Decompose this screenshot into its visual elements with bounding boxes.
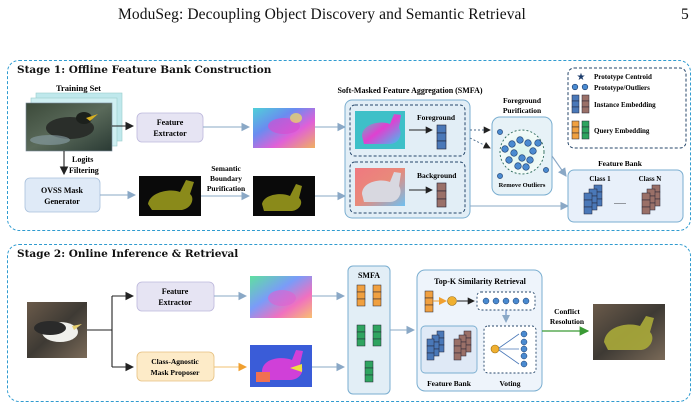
remove-outliers-label: Remove Outliers [499,182,546,189]
legend-outliers: Prototype/Outliers [594,84,650,92]
retrieval-query-embedding [424,290,434,313]
background-label: Background [417,171,457,180]
conflict-label-1: Conflict [554,307,580,316]
ovss-label-1: OVSS Mask [41,186,84,195]
semantic-boundary-label-3: Purification [207,184,246,193]
cluster-points [501,136,542,171]
foreground-map-image [355,111,405,149]
bank-ellipsis: ...... [614,197,626,206]
smfa-title: Soft-Masked Feature Aggregation (SMFA) [337,86,482,95]
ovss-box [24,177,101,213]
purified-mask-image [253,176,315,216]
query-node [447,296,457,306]
retrieval-bank-label: Feature Bank [427,379,472,388]
feature-extractor-label-2: Extractor [153,129,187,138]
ovss-mask-image [139,176,201,216]
legend-dot-2 [581,83,589,91]
ovss-label-2: Generator [44,197,80,206]
classN-embeddings [641,184,661,215]
page-header: ModuSeg: Decoupling Object Discovery and… [0,6,697,26]
query-embeddings-bottom [364,360,374,383]
foreground-branch [349,104,466,157]
stage1-panel [7,60,691,231]
stage2-panel [7,244,691,402]
feature-extractor2-label-2: Extractor [158,298,192,307]
fg-purification-label-1: Foreground [503,96,542,105]
mask-proposer-label-1: Class-Agnostic [151,357,199,366]
foreground-embedding [436,124,447,150]
proposal-masks-image [250,345,312,387]
smfa2-label: SMFA [358,271,380,280]
paper-title: ModuSeg: Decoupling Object Discovery and… [118,6,526,23]
logits-label-1: Logits [72,155,93,164]
background-embedding [436,182,447,208]
class1-embeddings [583,184,603,215]
voting-label: Voting [500,379,521,388]
neighbor-dots [482,297,530,305]
training-set-label: Training Set [56,83,101,93]
feature-map2-image [250,276,312,318]
legend-query: Query Embedding [594,127,650,135]
legend-centroid: Prototype Centroid [594,73,652,81]
classN-label: Class N [639,175,662,183]
input-image [27,302,87,358]
legend-dot-1 [571,83,579,91]
query-embeddings-mid [356,324,382,347]
stage1-title: Stage 1: Offline Feature Bank Constructi… [17,64,272,76]
arrow-smfa-to-purification-2 [469,137,491,149]
legend-query-icon [571,120,590,140]
arrow-purification-to-bank [551,155,567,177]
feature-map-image [253,108,315,148]
background-map-image [355,168,405,206]
feature-extractor-label-1: Feature [157,118,184,127]
voting-lines [498,333,520,365]
legend-instance-icon [571,94,590,114]
semantic-boundary-label-1: Semantic [211,164,241,173]
voting-query-node [490,344,500,354]
training-set-images [25,92,123,152]
page-number: 5 [681,6,689,23]
conflict-label-2: Resolution [550,317,585,326]
output-image [593,304,665,360]
background-branch [349,161,466,214]
star-icon: ★ [577,72,586,83]
logits-label-2: Filtering [69,166,99,175]
class1-label: Class 1 [589,175,611,183]
feature-extractor2-label-1: Feature [162,287,189,296]
outlier-points [497,129,549,179]
query-embeddings-top [356,284,382,307]
topk-label: Top-K Similarity Retrieval [434,277,526,286]
retrieval-bank-blue [426,330,445,361]
voting-dots [520,330,528,368]
legend-instance: Instance Embedding [594,101,656,109]
legend-box [567,67,687,149]
mask-proposer-label-2: Mask Proposer [151,368,200,377]
semantic-boundary-label-2: Boundary [210,174,242,183]
feature-bank-label: Feature Bank [598,159,643,168]
fg-purification-label-2: Purification [503,106,542,115]
stage2-title: Stage 2: Online Inference & Retrieval [17,248,239,260]
retrieval-bank-brown [453,330,472,361]
foreground-label: Foreground [417,113,456,122]
